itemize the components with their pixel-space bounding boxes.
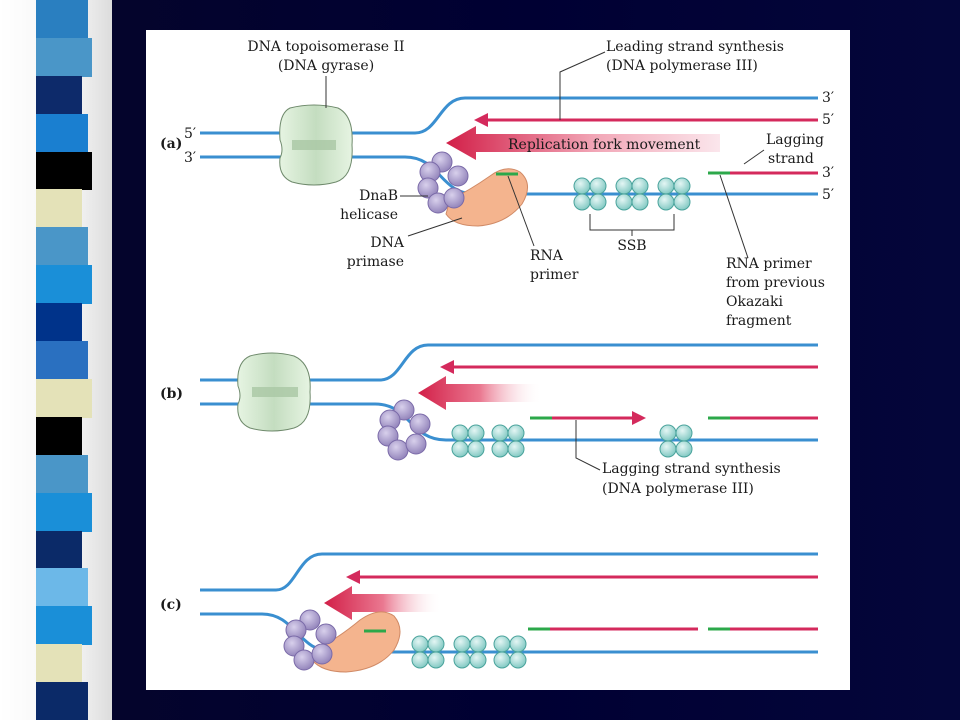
end-label-3prime: 3′ [184,150,196,166]
bar-stripe [36,378,92,418]
leading-template-strand [200,96,818,135]
fork-arrow-c [324,586,442,620]
panel-b-label: (b) [160,386,183,402]
dnab-label-1: DnaB [359,188,398,204]
leading-strand-arrowhead [474,113,488,127]
bar-stripe [36,454,88,494]
panel-a: (a) 5′ 3′ 3′ 5′ 3′ 5′ Replication fork m [160,39,834,329]
dnab-helicase-c [283,609,337,671]
leading-label-1: Leading strand synthesis [606,39,784,55]
bar-stripe [36,265,92,305]
leader-leading [559,51,606,120]
bar-stripe [36,682,88,720]
bar-stripe [36,0,88,39]
fork-arrow-b [418,376,542,410]
leader-lagging-synthesis [575,420,601,471]
diagram-panel: (a) 5′ 3′ 3′ 5′ 3′ 5′ Replication fork m [146,30,850,690]
ssb-proteins-b [451,424,693,458]
bar-stripe [36,568,88,608]
prev-primer-label-2: from previous [726,275,825,291]
panel-c-label: (c) [160,597,182,613]
lagging-synthesis-label-2: (DNA polymerase III) [602,481,754,497]
lagging-strand-label-2: strand [768,151,814,167]
ssb-bracket [589,214,675,231]
ssb-label: SSB [617,238,646,254]
bar-stripe [36,416,82,456]
bar-stripe [36,189,82,229]
bar-stripe [36,530,82,570]
bar-stripe [36,303,82,343]
bar-stripe [36,151,92,191]
end-label-3prime-top: 3′ [822,90,834,106]
bar-stripe [36,75,82,115]
ssb-proteins [573,177,691,211]
dna-primase-c [311,611,401,673]
prev-primer-label-1: RNA primer [726,256,812,272]
lagging-strand-label-1: Lagging [766,132,824,148]
lagging-synthesis-label-1: Lagging strand synthesis [602,461,781,477]
primase-label-2: primase [347,254,404,270]
bar-stripe [36,37,92,77]
gyrase-label-1: DNA topoisomerase II [247,39,404,55]
leader-previous-primer [719,174,749,259]
dna-gyrase [279,104,353,186]
dnab-label-2: helicase [340,207,398,223]
panel-b: (b) [160,343,818,497]
leader-lagging [743,149,765,165]
color-bar-decoration [36,0,92,720]
leading-template-strand-c [200,552,818,592]
replication-diagram: (a) 5′ 3′ 3′ 5′ 3′ 5′ Replication fork m [160,39,834,673]
bar-stripe [36,606,92,646]
leader-rna-primer [507,175,535,247]
bar-stripe [36,492,92,532]
end-label-3prime-lagging: 3′ [822,165,834,181]
rna-primer-label-2: primer [530,267,579,283]
bar-stripe [36,227,88,267]
rna-primer-label-1: RNA [530,248,564,264]
gyrase-label-2: (DNA gyrase) [278,58,374,74]
dnab-helicase-b [377,399,431,461]
leader-primase [407,217,463,237]
end-label-5prime: 5′ [184,126,196,142]
end-label-5prime-lagging: 5′ [822,187,834,203]
fork-movement-label: Replication fork movement [508,137,701,153]
bar-stripe [36,644,82,684]
dna-gyrase-b [237,352,311,432]
end-label-5prime-top: 5′ [822,112,834,128]
leading-label-2: (DNA polymerase III) [606,58,758,74]
dna-primase [445,168,528,227]
panel-a-label: (a) [160,136,182,152]
bar-stripe [36,341,88,380]
prev-primer-label-3: Okazaki [726,294,784,310]
panel-c: (c) [160,552,818,673]
bar-stripe [36,113,88,153]
prev-primer-label-4: fragment [726,313,792,329]
leading-template-strand-b [200,343,818,382]
dnab-helicase [417,151,469,214]
ssb-proteins-c [411,635,527,669]
fork-movement-arrow [446,126,720,160]
primase-label-1: DNA [370,235,404,251]
